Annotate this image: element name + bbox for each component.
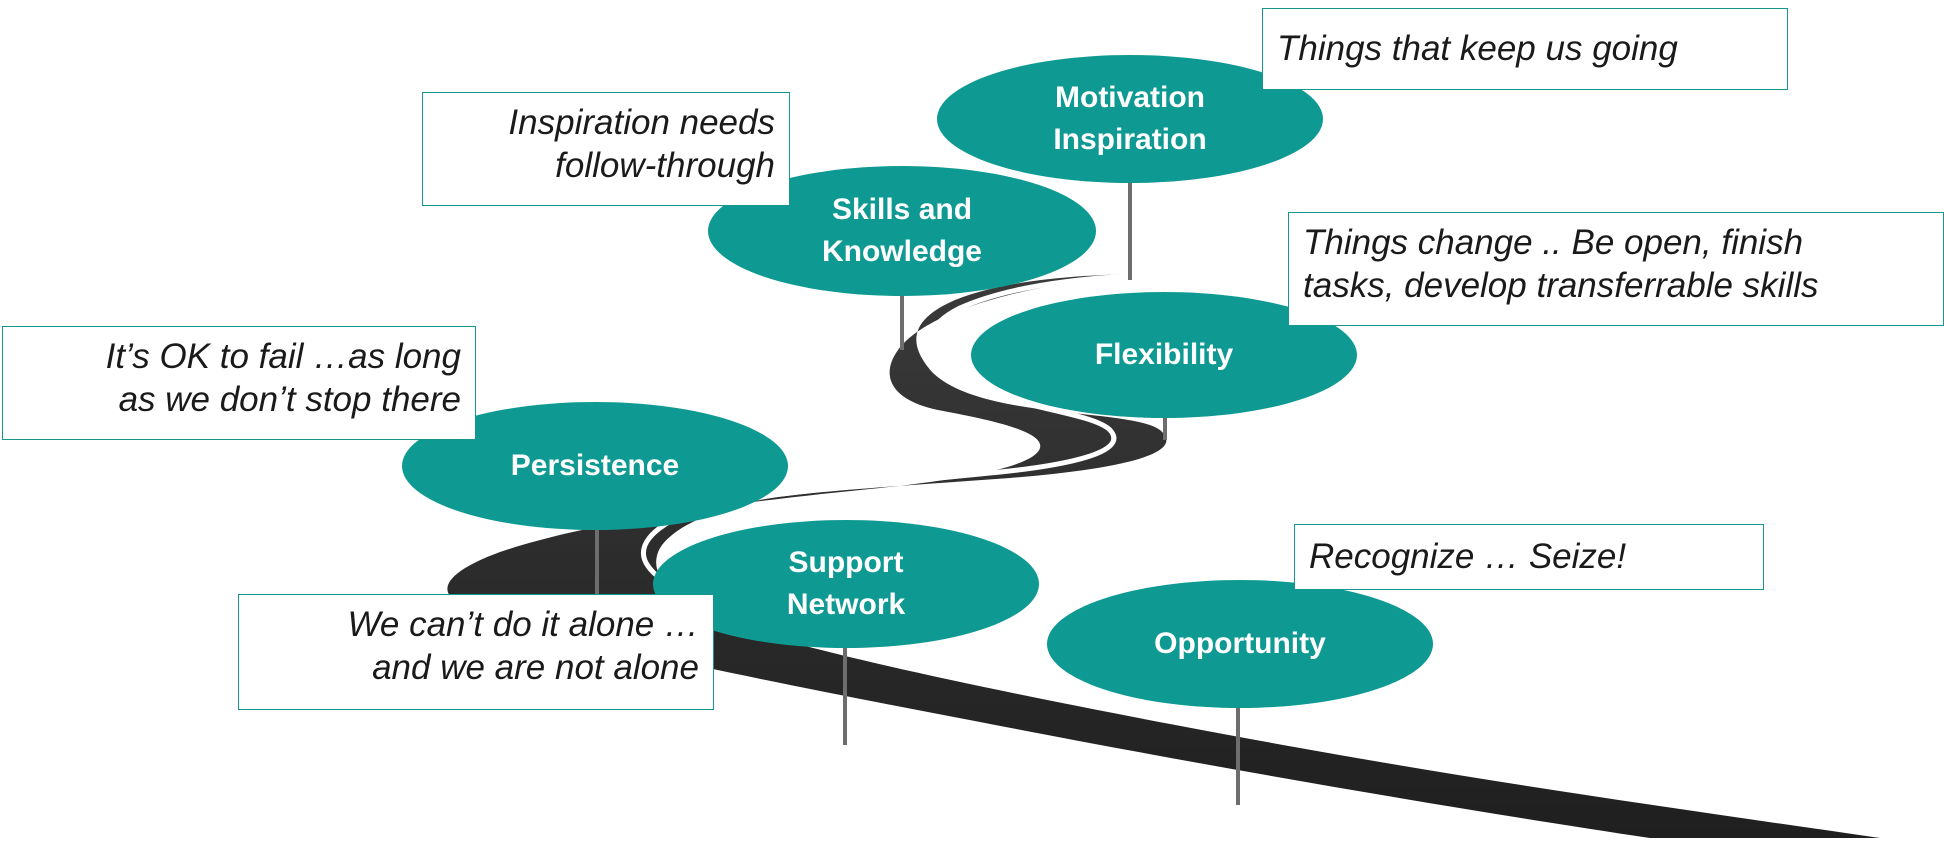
milestone-skills-knowledge: Skills and Knowledge <box>708 166 1096 296</box>
note-persistence: It’s OK to fail …as long as we don’t sto… <box>2 326 476 440</box>
note-support: We can’t do it alone … and we are not al… <box>238 594 714 710</box>
pole-support <box>843 640 847 745</box>
pole-skills <box>900 290 904 350</box>
pole-persistence <box>595 525 599 595</box>
road-center-line <box>641 273 1761 821</box>
note-text: tasks, develop transferrable skills <box>1303 266 1819 305</box>
pole-flexibility <box>1163 410 1167 440</box>
note-motivation: Things that keep us going <box>1262 8 1788 90</box>
note-text: Things that keep us going <box>1277 29 1678 68</box>
milestone-support-network: Support Network <box>653 520 1039 648</box>
note-opportunity: Recognize … Seize! <box>1294 524 1764 590</box>
milestone-label: Skills and <box>831 193 973 226</box>
milestone-motivation-inspiration: Motivation Inspiration <box>937 55 1323 183</box>
milestone-label: Inspiration <box>1053 123 1207 156</box>
note-text: follow-through <box>555 146 775 185</box>
note-text: We can’t do it alone … <box>347 605 700 644</box>
road-surface <box>447 274 1880 838</box>
note-text: and we are not alone <box>372 648 699 687</box>
milestone-persistence: Persistence <box>402 402 788 530</box>
milestone-label: Opportunity <box>1154 627 1326 660</box>
milestone-label: Network <box>786 588 906 621</box>
pole-opportunity <box>1236 700 1240 805</box>
milestone-opportunity: Opportunity <box>1047 580 1433 708</box>
pole-motivation <box>1128 180 1132 280</box>
note-flexibility: Things change .. Be open, finish tasks, … <box>1288 212 1944 326</box>
milestone-label: Motivation <box>1055 81 1205 114</box>
milestone-label: Support <box>788 546 904 579</box>
note-text: Recognize … Seize! <box>1309 537 1627 576</box>
note-text: Inspiration needs <box>508 103 775 142</box>
milestone-label: Flexibility <box>1094 338 1234 371</box>
note-text: as we don’t stop there <box>118 380 461 419</box>
milestone-label: Persistence <box>510 449 680 482</box>
note-text: It’s OK to fail …as long <box>105 337 461 376</box>
milestone-label: Knowledge <box>821 235 982 268</box>
note-text: Things change .. Be open, finish <box>1303 223 1804 262</box>
note-skills: Inspiration needs follow-through <box>422 92 790 206</box>
